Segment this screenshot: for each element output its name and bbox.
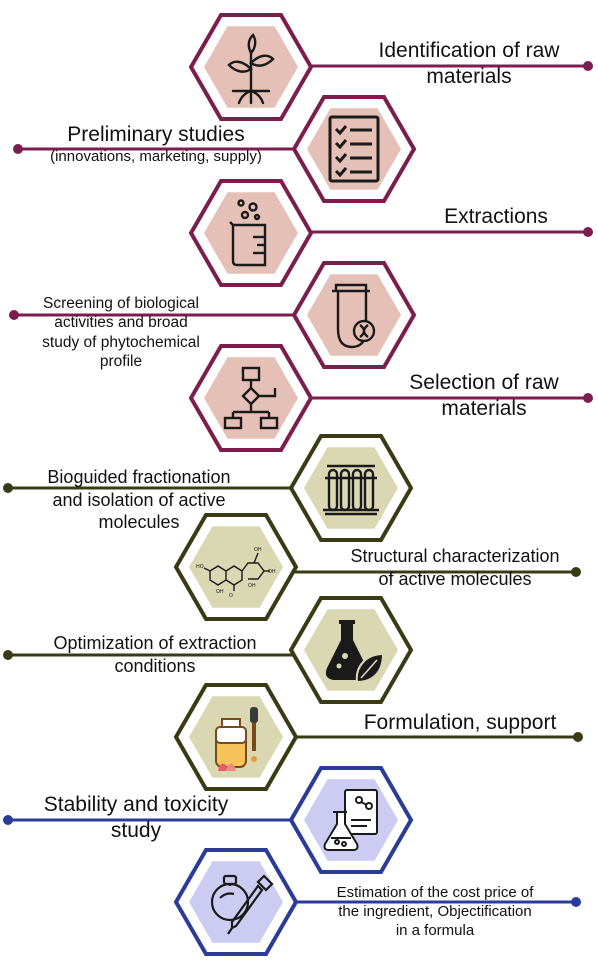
svg-text:OH: OH bbox=[254, 547, 262, 553]
label-identification-of-raw-materials: Identification of raw materials bbox=[378, 39, 560, 89]
svg-text:HO: HO bbox=[196, 564, 204, 570]
connector-dot-screening-biological-activities bbox=[9, 310, 19, 320]
label-formulation-support: Formulation, support bbox=[363, 711, 557, 734]
test-tube-rack-icon bbox=[311, 448, 391, 528]
label-structural-characterization: Structural characterization of active mo… bbox=[350, 546, 560, 589]
connector-dot-extractions bbox=[583, 227, 593, 237]
connector-dot-optimization-extraction-conditions bbox=[3, 650, 13, 660]
connector-dot-stability-toxicity-study bbox=[3, 815, 13, 825]
svg-text:OH: OH bbox=[248, 583, 256, 589]
svg-text:OH: OH bbox=[268, 569, 276, 575]
hexagon-fill-extractions bbox=[204, 192, 298, 274]
label-extractions: Extractions bbox=[444, 205, 548, 228]
svg-text:OH: OH bbox=[216, 589, 224, 595]
connector-dot-structural-characterization bbox=[571, 567, 581, 577]
connector-dot-estimation-cost-price bbox=[571, 897, 581, 907]
molecule-structure-icon: HO OH OH O OH OH bbox=[196, 527, 276, 607]
connector-dot-preliminary-studies bbox=[13, 144, 23, 154]
test-tube-dna-icon bbox=[314, 275, 394, 355]
svg-text:O: O bbox=[229, 593, 233, 599]
connector-dot-formulation-support bbox=[573, 732, 583, 742]
flowchart-icon bbox=[211, 358, 291, 438]
perfume-dropper-icon bbox=[196, 862, 276, 942]
label-preliminary-studies: Preliminary studies (innovations, market… bbox=[50, 123, 262, 166]
label-bioguided-fractionation: Bioguided fractionation and isolation of… bbox=[47, 467, 231, 532]
flask-leaf-icon bbox=[311, 610, 391, 690]
dropper-bottle-icon bbox=[196, 697, 276, 777]
label-stability-toxicity-study: Stability and toxicity study bbox=[43, 793, 229, 843]
connector-dot-identification-of-raw-materials bbox=[583, 61, 593, 71]
flask-report-icon bbox=[311, 780, 391, 860]
label-estimation-cost-price: Estimation of the cost price of the ingr… bbox=[336, 884, 534, 939]
beaker-bubbles-icon bbox=[211, 193, 291, 273]
checklist-icon bbox=[314, 109, 394, 189]
plant-sprout-icon bbox=[211, 27, 291, 107]
label-selection-of-raw-materials: Selection of raw materials bbox=[409, 371, 559, 421]
connector-dot-bioguided-fractionation bbox=[3, 483, 13, 493]
label-screening-biological-activities: Screening of biological activities and b… bbox=[42, 295, 200, 371]
hexagon-fill-screening-biological-activities bbox=[307, 274, 401, 356]
hexagon-fill-bioguided-fractionation bbox=[304, 447, 398, 529]
connector-dot-selection-of-raw-materials bbox=[583, 393, 593, 403]
label-optimization-extraction-conditions: Optimization of extraction conditions bbox=[53, 633, 257, 676]
